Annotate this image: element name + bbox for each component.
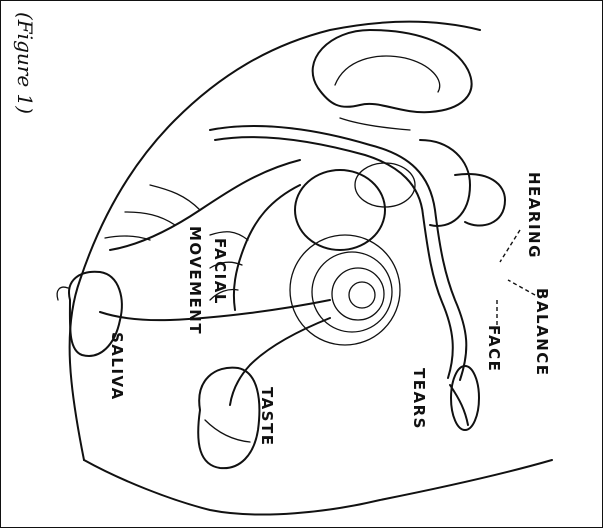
salivary-gland-detail (57, 287, 68, 300)
outer-ear (313, 30, 472, 112)
hearing-leader (500, 230, 520, 262)
tongue-surface (205, 420, 250, 442)
lacrimal-gland (451, 366, 479, 430)
taste-branch (230, 318, 330, 405)
figure-caption: (Figure 1) (13, 12, 37, 114)
ear-canal (340, 118, 410, 130)
balance-leader (508, 280, 535, 295)
label-taste: TASTE (258, 387, 276, 446)
label-movement: MOVEMENT (186, 226, 204, 335)
label-balance: BALANCE (533, 288, 551, 377)
label-saliva: SALIVA (108, 332, 126, 401)
label-facial: FACIAL (211, 238, 229, 305)
label-tears: TEARS (410, 368, 428, 430)
tongue (198, 368, 259, 469)
ear-helix (335, 56, 440, 92)
jaw-outline (84, 460, 552, 515)
tears-branch (450, 385, 468, 425)
label-face: FACE (485, 325, 503, 372)
label-hearing: HEARING (525, 172, 543, 259)
facial-nerve-trunk-inner (215, 137, 453, 378)
